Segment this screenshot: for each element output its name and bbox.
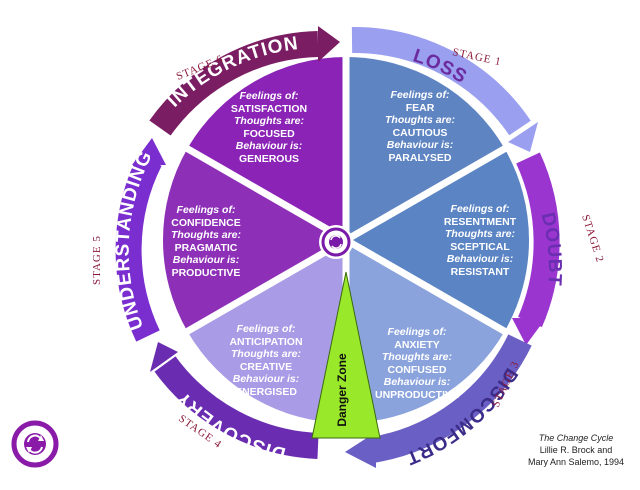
behaviour-label: Behaviour is: — [383, 376, 451, 388]
segment-stage-2 — [346, 148, 530, 332]
feeling-value: CONFIDENCE — [171, 216, 241, 229]
feelings-label: Feelings of: — [390, 89, 450, 101]
behaviour-value: PRODUCTIVE — [171, 266, 241, 279]
behaviour-label: Behaviour is: — [386, 139, 454, 151]
thoughts-label: Thoughts are: — [445, 228, 515, 240]
thought-value: PRAGMATIC — [174, 241, 238, 254]
feeling-value: SATISFACTION — [230, 102, 308, 115]
behaviour-value: ENERGISED — [235, 385, 297, 398]
segment-stage-5 — [162, 148, 346, 332]
feeling-value: ANTICIPATION — [229, 335, 303, 348]
cycle-icon — [319, 225, 353, 259]
arc-arrow-doubt — [516, 152, 560, 328]
behaviour-label: Behaviour is: — [446, 253, 514, 265]
citation: The Change Cycle Lillie R. Brock and Mar… — [516, 432, 636, 468]
behaviour-label: Behaviour is: — [235, 140, 303, 152]
behaviour-value: UNPRODUCTIVE — [374, 388, 459, 401]
segment-stage-1 — [346, 56, 505, 240]
danger-zone-label: Danger Zone — [335, 353, 349, 427]
feelings-label: Feelings of: — [387, 326, 447, 338]
behaviour-value: RESISTANT — [450, 265, 510, 278]
segment-text-stage-3: Feelings of: ANXIETY Thoughts are: CONFU… — [357, 326, 477, 401]
stage-label-2: STAGE 2 — [579, 213, 606, 264]
behaviour-label: Behaviour is: — [172, 254, 240, 266]
feeling-value: FEAR — [405, 101, 435, 114]
thoughts-label: Thoughts are: — [385, 114, 455, 126]
thought-value: CREATIVE — [239, 360, 293, 373]
thoughts-label: Thoughts are: — [382, 351, 452, 363]
citation-authors-year: Mary Ann Salemo, 1994 — [527, 457, 625, 467]
segment-stage-4 — [187, 240, 346, 423]
feeling-value: ANXIETY — [394, 338, 440, 351]
arc-arrowhead-doubt — [512, 318, 546, 345]
arc-arrow-understanding — [115, 154, 162, 342]
citation-authors: Lillie R. Brock and — [539, 445, 613, 455]
arc-arrow-discovery — [154, 356, 319, 459]
arc-arrowhead-discomfort — [345, 432, 376, 468]
segment-stage-6 — [187, 56, 346, 240]
segment-stage-3 — [346, 240, 505, 423]
thought-value: SCEPTICAL — [450, 240, 510, 253]
thoughts-label: Thoughts are: — [234, 115, 304, 127]
arc-arrowhead-integration — [318, 26, 340, 62]
thoughts-label: Thoughts are: — [171, 229, 241, 241]
segment-text-stage-2: Feelings of: RESENTMENT Thoughts are: SC… — [420, 203, 540, 278]
behaviour-value: GENEROUS — [238, 152, 300, 165]
thought-value: CAUTIOUS — [392, 126, 448, 139]
arc-arrowhead-discovery — [150, 342, 178, 372]
thoughts-label: Thoughts are: — [231, 348, 301, 360]
feeling-value: RESENTMENT — [443, 215, 517, 228]
segment-text-stage-6: Feelings of: SATISFACTION Thoughts are: … — [209, 90, 329, 165]
segment-text-stage-1: Feelings of: FEAR Thoughts are: CAUTIOUS… — [360, 89, 480, 164]
citation-title: The Change Cycle — [538, 433, 614, 443]
segment-text-stage-4: Feelings of: ANTICIPATION Thoughts are: … — [206, 323, 326, 398]
thought-value: FOCUSED — [243, 127, 295, 140]
stage-label-5: STAGE 5 — [91, 235, 103, 285]
cycle-logo-icon — [11, 420, 59, 468]
arc-arrow-loss — [351, 26, 531, 136]
arc-arrow-integration — [149, 31, 319, 136]
arc-arrow-discomfort — [369, 334, 532, 463]
arc-arrowhead-loss — [508, 122, 538, 152]
behaviour-label: Behaviour is: — [232, 373, 300, 385]
feelings-label: Feelings of: — [239, 90, 299, 102]
feelings-label: Feelings of: — [450, 203, 510, 215]
thought-value: CONFUSED — [387, 363, 447, 376]
behaviour-value: PARALYSED — [388, 151, 452, 164]
feelings-label: Feelings of: — [176, 204, 236, 216]
danger-zone-triangle — [311, 271, 381, 439]
arc-arrowhead-understanding — [132, 138, 166, 165]
feelings-label: Feelings of: — [236, 323, 296, 335]
segment-text-stage-5: Feelings of: CONFIDENCE Thoughts are: PR… — [146, 204, 266, 279]
